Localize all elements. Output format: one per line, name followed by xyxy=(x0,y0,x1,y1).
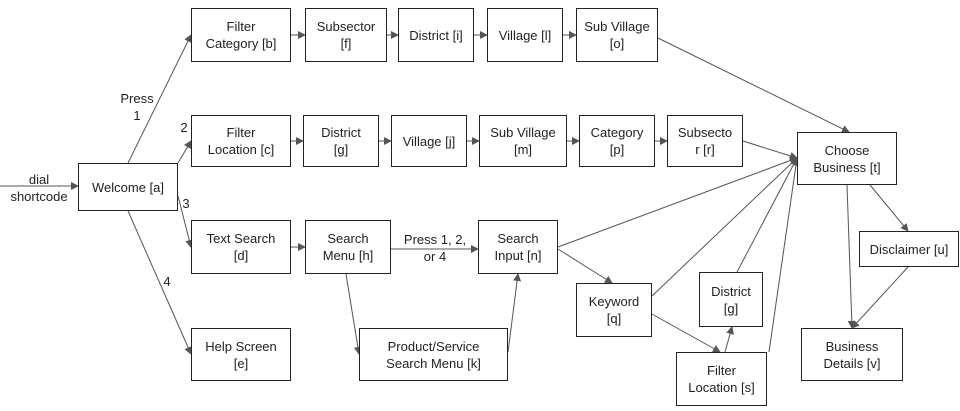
edge-n-choose xyxy=(557,156,798,248)
node-village-l: Village [l] xyxy=(487,8,563,62)
node-text-search: Text Search [d] xyxy=(191,220,291,274)
node-filter-location-s: Filter Location [s] xyxy=(676,352,767,406)
node-sub-village-m: Sub Village [m] xyxy=(479,115,567,167)
node-district-i: District [i] xyxy=(398,8,474,62)
node-product-search-menu: Product/Service Search Menu [k] xyxy=(359,328,508,381)
edge-s-district xyxy=(724,326,734,353)
node-district-g: District [g] xyxy=(303,115,379,167)
node-search-input: Search Input [n] xyxy=(478,220,558,274)
edge-district-choose xyxy=(736,157,798,273)
edge-keyword-filter-location xyxy=(651,313,721,353)
node-business-details: Business Details [v] xyxy=(801,328,903,381)
edge-choose-details xyxy=(846,184,856,329)
node-help-screen: Help Screen [e] xyxy=(191,328,291,381)
node-choose-business: Choose Business [t] xyxy=(797,132,897,185)
node-keyword: Keyword [q] xyxy=(576,283,652,337)
edge-h-k xyxy=(345,273,362,355)
edge-label-press124: Press 1, 2, or 4 xyxy=(403,232,467,264)
edge-welcome-text-search xyxy=(177,195,194,248)
edge-disclaimer-details xyxy=(851,266,909,329)
edge-n-keyword xyxy=(557,248,613,284)
node-search-menu: Search Menu [h] xyxy=(305,220,391,274)
edge-welcome-filter-location xyxy=(177,140,192,164)
edge-label-press1: Press 1 xyxy=(120,91,154,123)
edge-welcome-help-screen xyxy=(127,210,192,355)
edge-label-dial: dial shortcode xyxy=(10,172,68,204)
node-disclaimer: Disclaimer [u] xyxy=(859,231,959,267)
edge-r-choose xyxy=(742,140,798,160)
node-subsector-f: Subsector [f] xyxy=(305,8,387,62)
node-filter-location-c: Filter Location [c] xyxy=(191,115,291,167)
edge-label-3: 3 xyxy=(182,196,190,211)
edge-label-2: 2 xyxy=(180,120,188,135)
node-welcome: Welcome [a] xyxy=(78,163,178,211)
edge-k-n xyxy=(507,273,522,353)
edge-welcome-filter-category xyxy=(127,34,192,164)
edge-choose-disclaimer xyxy=(869,184,909,232)
edge-o-choose xyxy=(657,37,850,133)
edge-keyword-choose xyxy=(651,157,798,297)
node-village-j: Village [j] xyxy=(391,115,467,167)
edge-label-4: 4 xyxy=(163,274,171,289)
node-filter-category: Filter Category [b] xyxy=(191,8,291,62)
node-category-p: Category [p] xyxy=(579,115,655,167)
node-subsector-r: Subsecto r [r] xyxy=(667,115,743,167)
edge-s-choose xyxy=(768,157,800,353)
node-district-g2: District [g] xyxy=(699,272,763,327)
node-sub-village-o: Sub Village [o] xyxy=(576,8,658,62)
